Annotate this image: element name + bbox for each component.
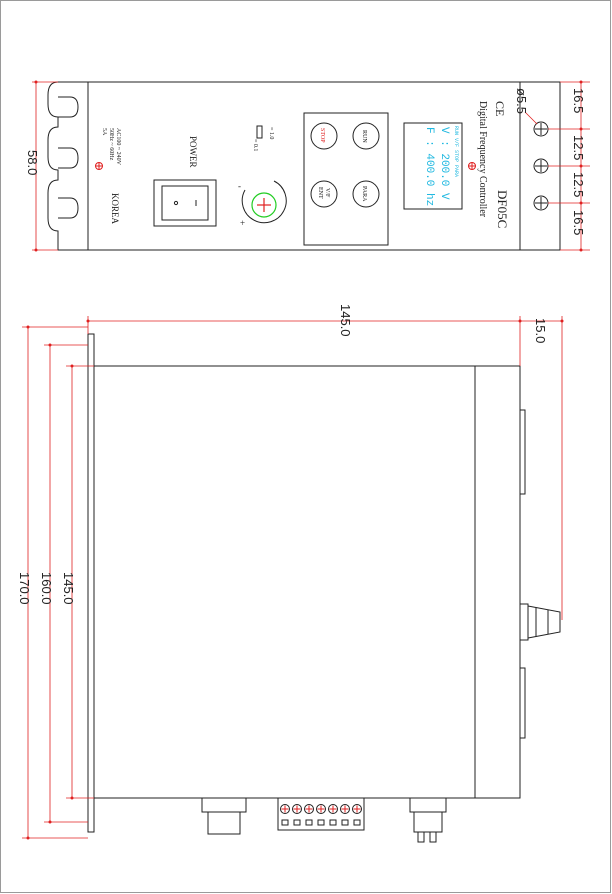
run-button[interactable]: RUN bbox=[352, 122, 380, 150]
rating-line-2: 50Hz ~ 60Hz bbox=[108, 128, 114, 161]
stop-button-label: STOP bbox=[319, 128, 325, 143]
run-button-label: RUN bbox=[361, 130, 367, 143]
dim-side-width: 145.0 bbox=[338, 304, 353, 337]
screw-right bbox=[468, 162, 476, 170]
dim-front-height: 58.0 bbox=[25, 150, 40, 175]
mount-slot-2 bbox=[58, 147, 79, 169]
range-switch[interactable] bbox=[256, 125, 263, 139]
cable-gland bbox=[519, 603, 561, 641]
panel-outline bbox=[47, 81, 89, 251]
rating-line-3: 5A bbox=[101, 128, 107, 136]
lcd-header: RUN V/F STOP PARA bbox=[453, 126, 459, 177]
mount-hole-3 bbox=[533, 195, 549, 211]
dim-side-height-2: 160.0 bbox=[39, 572, 54, 605]
dim-side-offset: 15.0 bbox=[533, 318, 548, 343]
button-pad bbox=[303, 112, 389, 246]
terminal-screw bbox=[292, 804, 302, 826]
terminal-screw bbox=[316, 804, 326, 826]
power-switch[interactable] bbox=[153, 179, 217, 227]
dim-segment-3: 12.5 bbox=[571, 172, 586, 197]
lcd-line-voltage: V : 200.0 V bbox=[438, 127, 450, 200]
ce-mark: CE bbox=[493, 101, 507, 116]
terminal-block bbox=[277, 797, 365, 831]
vf-ent-label-top: V/F bbox=[324, 188, 330, 198]
dim-side-height-3: 170.0 bbox=[17, 572, 32, 605]
side-bracket-top bbox=[519, 409, 526, 495]
lcd-display: RUN V/F STOP PARA V : 200.0 V F : 400.0 … bbox=[403, 122, 463, 210]
side-bracket-bottom bbox=[519, 667, 526, 739]
rating-line-1: AC100 ~ 240V bbox=[115, 128, 121, 166]
mount-slot-3 bbox=[58, 197, 79, 219]
range-label-2: = 0.1 bbox=[252, 139, 258, 151]
country-label: KOREA bbox=[110, 193, 120, 224]
mount-hole-2 bbox=[533, 158, 549, 174]
para-button[interactable]: PARA bbox=[352, 180, 380, 208]
model-name: DF05C bbox=[495, 190, 510, 228]
side-view: 145.0 15.0 145.0 160.0 170.0 bbox=[17, 304, 564, 843]
lcd-line-frequency: F : 400.0 hz bbox=[423, 127, 435, 206]
mount-slot-1 bbox=[58, 96, 79, 118]
side-body bbox=[93, 365, 521, 799]
terminal-screw bbox=[304, 804, 314, 826]
range-label-1: = 1.0 bbox=[268, 127, 274, 139]
power-label: POWER bbox=[188, 136, 198, 168]
dimension-lines-side bbox=[22, 316, 563, 839]
terminal-screw bbox=[340, 804, 350, 826]
adjust-knob[interactable] bbox=[241, 180, 287, 224]
terminal-screw bbox=[352, 804, 362, 826]
knob-minus-label: - bbox=[238, 181, 241, 191]
dim-segment-1: 16.5 bbox=[571, 88, 586, 113]
dim-segment-2: 12.5 bbox=[571, 135, 586, 160]
power-connector bbox=[201, 797, 247, 835]
terminal-screw bbox=[280, 804, 290, 826]
hole-diameter: ø5.5 bbox=[514, 88, 529, 114]
output-connector bbox=[409, 797, 447, 843]
front-panel: AC100 ~ 240V 50Hz ~ 60Hz 5A KOREA POWER … bbox=[25, 80, 590, 252]
knob-plus-label: + bbox=[240, 218, 245, 228]
dim-segment-4: 16.5 bbox=[571, 210, 586, 235]
side-front-plate bbox=[87, 333, 95, 833]
stop-button[interactable]: STOP bbox=[310, 122, 338, 150]
terminal-screw bbox=[328, 804, 338, 826]
vf-ent-label-bottom: ENT bbox=[317, 187, 323, 199]
vf-ent-button[interactable]: V/F ENT bbox=[310, 180, 338, 208]
dim-side-height-1: 145.0 bbox=[61, 572, 76, 605]
mount-hole-1 bbox=[533, 121, 549, 137]
para-button-label: PARA bbox=[361, 186, 367, 202]
screw-left bbox=[95, 162, 103, 170]
product-name: Digital Frequency Controller bbox=[477, 101, 488, 218]
